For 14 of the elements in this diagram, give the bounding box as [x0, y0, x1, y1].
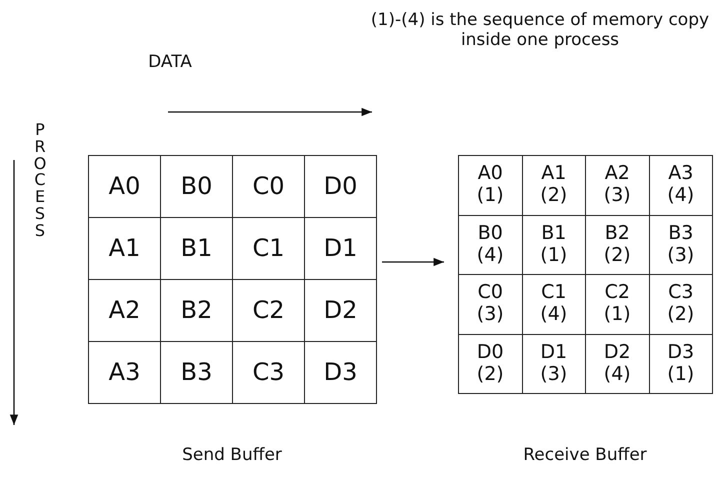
table-cell: A0 [88, 155, 161, 218]
table-cell: A3 [88, 341, 161, 404]
arrow [382, 258, 444, 266]
note-text: (1)-(4) is the sequence of memory copy inside one process [370, 10, 710, 50]
table-cell: D3 [304, 341, 377, 404]
table-cell: A3 (4) [648, 155, 713, 216]
axis-label: DATA [147, 52, 193, 72]
buffer-caption: Send Buffer [181, 445, 283, 465]
table-cell: D0 (2) [458, 334, 522, 394]
axis-label: PROCESS [33, 122, 47, 240]
table-cell: D3 (1) [648, 334, 713, 394]
buffer-caption: Receive Buffer [522, 445, 648, 465]
table-cell: A0 (1) [458, 155, 522, 216]
table-cell: D0 [304, 155, 377, 218]
